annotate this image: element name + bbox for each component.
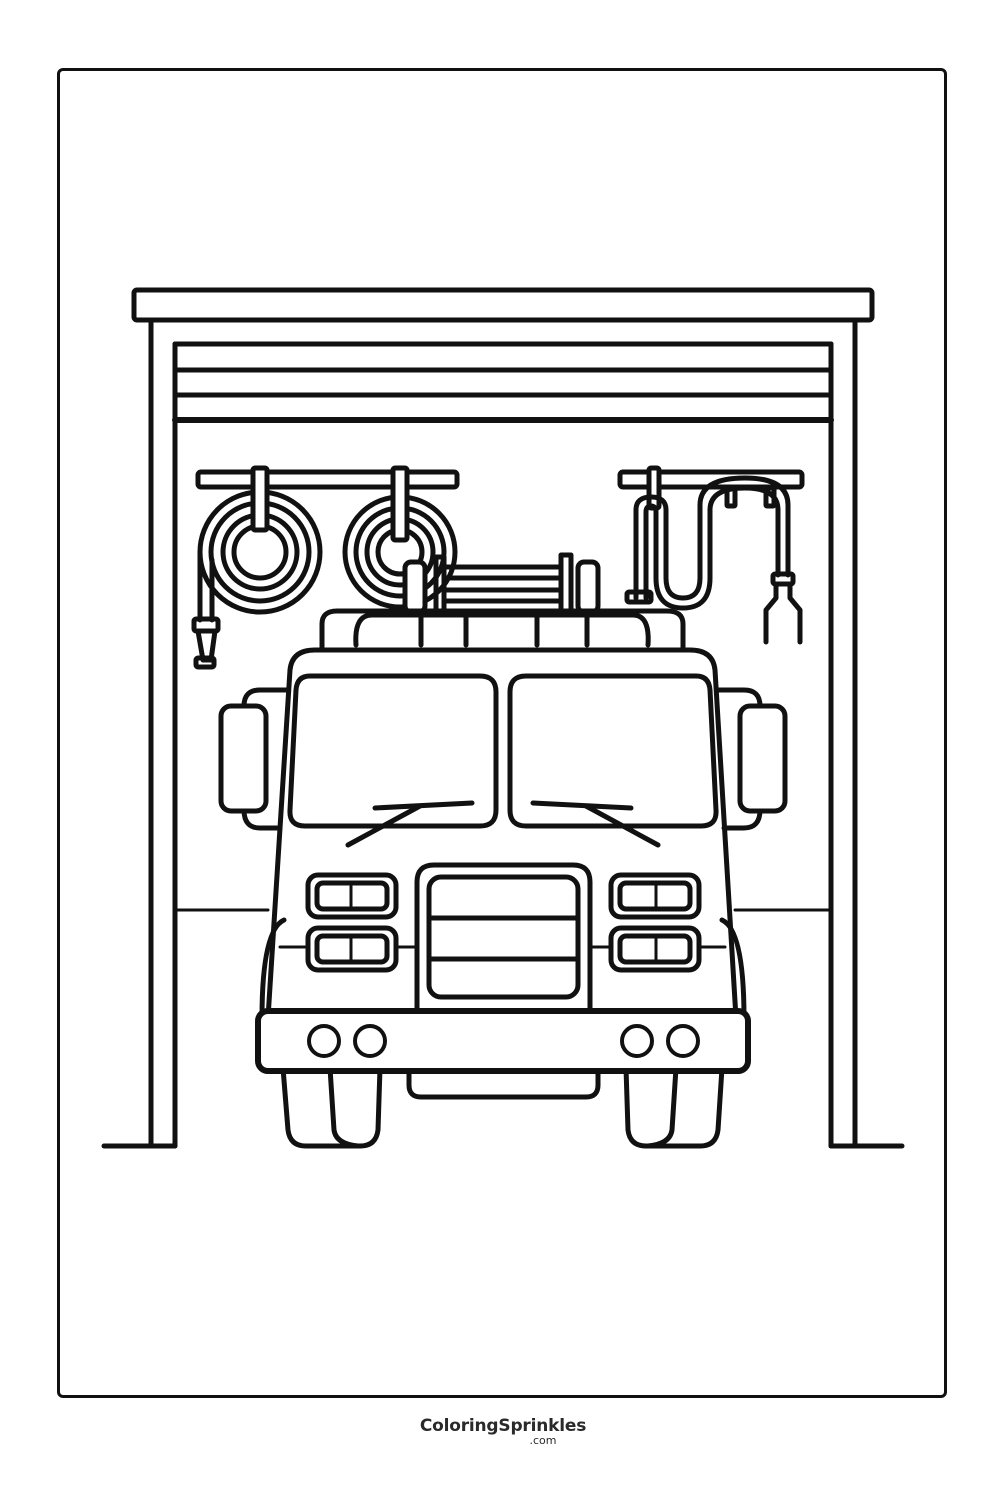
- wheel-right: [623, 1065, 725, 1149]
- roof-ladder: [402, 552, 601, 615]
- windshield-right-pane: [507, 673, 719, 829]
- mirror-right: [737, 703, 788, 814]
- bumper-light: [620, 1024, 654, 1058]
- brand-tld: .com: [529, 1434, 557, 1447]
- windshield: [287, 673, 719, 848]
- side-mirrors: [218, 687, 788, 831]
- bumper-light: [353, 1024, 387, 1058]
- under-plate: [406, 1067, 601, 1100]
- bumper: [255, 1008, 751, 1074]
- wheel-left: [280, 1065, 383, 1149]
- brand-name: ColoringSprinkles: [419, 1416, 587, 1436]
- light-bar: [319, 608, 686, 651]
- mirror-left: [218, 703, 269, 814]
- hose-rack-left: [191, 465, 460, 670]
- grille: [414, 862, 593, 1011]
- garage: [101, 287, 905, 1149]
- garage-roof-beam: [131, 287, 875, 323]
- windshield-left-pane: [287, 673, 499, 829]
- wheels: [280, 1065, 725, 1149]
- brand-logo: ColoringSprinkles .com: [0, 1416, 1006, 1446]
- bumper-light: [666, 1024, 700, 1058]
- bumper-light: [307, 1024, 341, 1058]
- hose-rack-right: [617, 465, 805, 645]
- headlights: [278, 872, 727, 973]
- wiper-left: [372, 800, 475, 811]
- wiper-right: [530, 800, 634, 811]
